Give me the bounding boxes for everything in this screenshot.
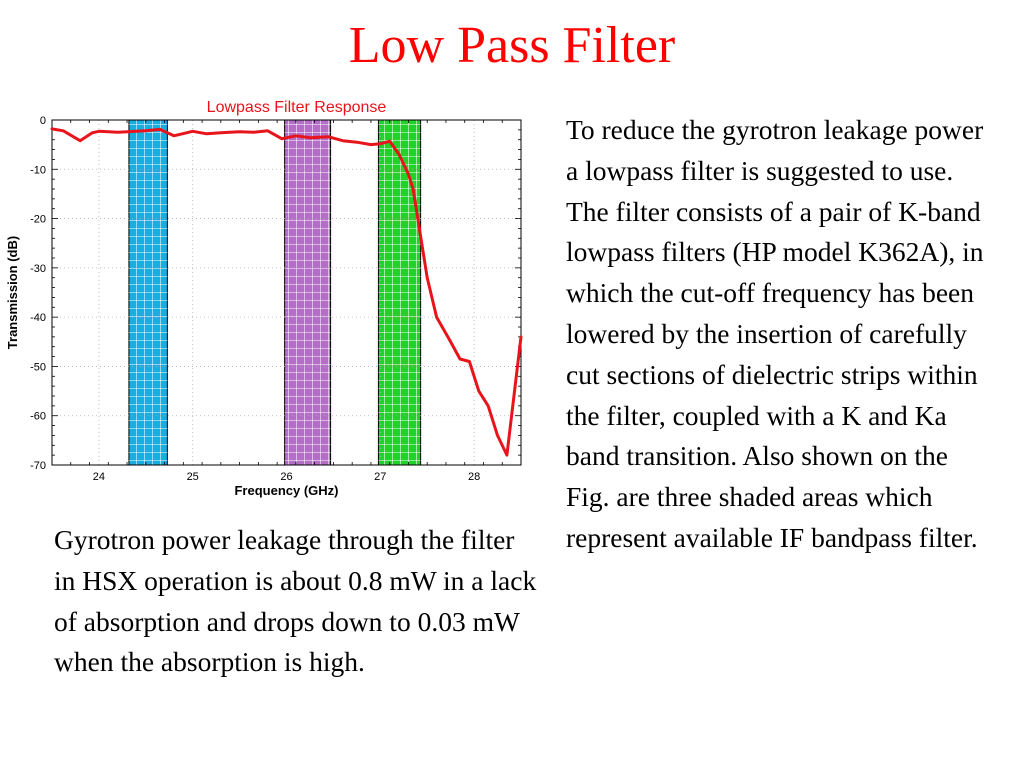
chart-grid [52,120,521,465]
y-tick-label: -10 [30,164,46,176]
shaded-bands [128,119,422,466]
y-tick-label: 0 [40,115,46,127]
y-tick-label: -30 [30,263,46,275]
leakage-paragraph: Gyrotron power leakage through the filte… [54,524,537,678]
chart: 24 25 26 27 28 0 -10 -20 -30 -40 -50 -60 -70 Lowpass… [0,92,540,512]
shaded-band-1-grid [128,120,168,465]
y-tick-label: -50 [30,361,46,373]
y-axis-label: Transmission (dB) [5,236,20,349]
shaded-band-2-grid [284,120,331,465]
y-tick-label: -40 [30,312,46,324]
y-tick-label: -70 [30,460,46,472]
chart-svg: 24 25 26 27 28 0 -10 -20 -30 -40 -50 -60 -70 Lowpass… [5,99,523,498]
series-line-1 [50,127,523,457]
y-tick-label: -60 [30,411,46,423]
y-tick-label: -20 [30,214,46,226]
x-tick-label: 24 [93,471,105,483]
x-axis-label: Frequency (GHz) [234,483,338,498]
chart-title: Lowpass Filter Response [207,99,387,116]
x-tick-label: 26 [280,471,292,483]
slide-title: Low Pass Filter [348,17,676,74]
plot-frame [51,119,522,466]
x-tick-label: 25 [187,471,199,483]
x-tick-label: 27 [374,471,386,483]
description-paragraph: To reduce the gyrotron leakage power a l… [566,114,984,553]
axis-ticks: 24 25 26 27 28 0 -10 -20 -30 -40 -50 -60 -70 [30,115,522,483]
x-tick-label: 28 [468,471,480,483]
shaded-band-3-grid [378,120,421,465]
series-layer [50,127,523,457]
